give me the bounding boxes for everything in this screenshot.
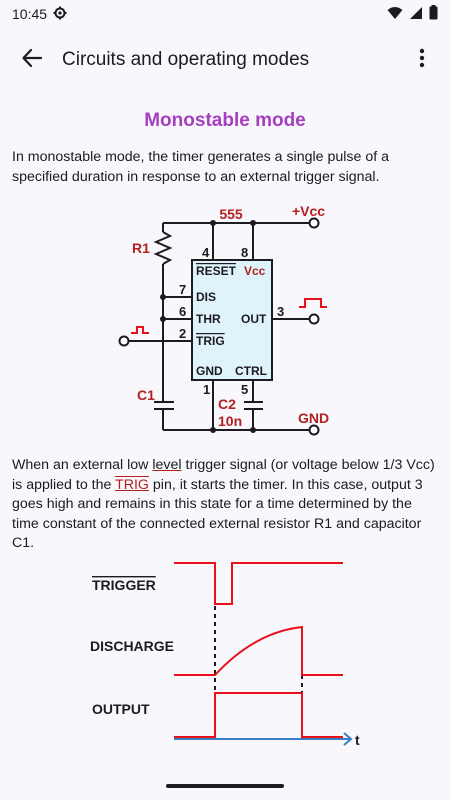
battery-icon bbox=[429, 5, 438, 23]
gnd-rail-label: GND bbox=[298, 410, 329, 426]
status-bar: 10:45 bbox=[0, 0, 450, 28]
explanation-part3: pin, it starts the timer. In this case, … bbox=[12, 476, 423, 552]
explanation-paragraph: When an external low level trigger signa… bbox=[12, 456, 440, 554]
pin-reset-label: RESET bbox=[196, 264, 237, 278]
r1-label: R1 bbox=[132, 240, 150, 256]
more-vert-icon bbox=[419, 48, 425, 73]
output-waveform bbox=[174, 692, 343, 738]
pin-vcc-label: Vcc bbox=[244, 264, 266, 278]
pin-out-label: OUT bbox=[241, 312, 267, 326]
pin-4-number: 4 bbox=[202, 245, 210, 260]
home-indicator[interactable] bbox=[166, 784, 284, 788]
pin-ctrl-label: CTRL bbox=[235, 364, 267, 378]
output-signal-label: OUTPUT bbox=[92, 701, 150, 717]
discharge-signal-label: DISCHARGE bbox=[90, 638, 174, 654]
pin-6-number: 6 bbox=[179, 304, 186, 319]
intro-paragraph: In monostable mode, the timer generates … bbox=[12, 149, 389, 185]
back-button[interactable] bbox=[8, 36, 56, 84]
trigger-signal-label: TRIGGER bbox=[92, 577, 156, 593]
pin-5-number: 5 bbox=[241, 382, 248, 397]
pin-8-number: 8 bbox=[241, 245, 248, 260]
explanation-part1: When an external low bbox=[12, 457, 153, 473]
pin-1-number: 1 bbox=[203, 382, 210, 397]
level-link[interactable]: level bbox=[152, 457, 182, 473]
timing-diagram: TRIGGER DISCHARGE OUTPUT t bbox=[90, 562, 360, 748]
discharge-waveform bbox=[174, 625, 343, 676]
pin-dis-label: DIS bbox=[196, 290, 216, 304]
settings-gear-icon bbox=[53, 6, 67, 23]
pin-3-number: 3 bbox=[277, 304, 284, 319]
status-right bbox=[387, 5, 438, 23]
app-title: Circuits and operating modes bbox=[62, 49, 310, 70]
monostable-circuit-diagram: 555 +Vcc R1 C1 C2 10n GND 4 8 7 6 2 3 1 … bbox=[118, 203, 329, 436]
explanation-part2: trigger signal (or voltage below 1/3 Vcc… bbox=[12, 457, 435, 493]
status-left: 10:45 bbox=[12, 6, 67, 23]
arrow-back-icon bbox=[21, 47, 43, 74]
c2-label: C2 bbox=[218, 396, 236, 412]
signal-icon bbox=[409, 6, 423, 23]
trig-link[interactable]: TRIG bbox=[115, 476, 149, 493]
more-options-button[interactable] bbox=[402, 36, 442, 84]
pin-trig-label: TRIG bbox=[196, 334, 225, 348]
vcc-rail-label: +Vcc bbox=[292, 203, 325, 219]
section-title: Monostable mode bbox=[144, 110, 306, 131]
pin-2-number: 2 bbox=[179, 326, 186, 341]
pin-gnd-label: GND bbox=[196, 364, 223, 378]
app-bar: Circuits and operating modes bbox=[0, 28, 450, 92]
c1-label: C1 bbox=[137, 387, 155, 403]
pin-7-number: 7 bbox=[179, 282, 186, 297]
chip-label: 555 bbox=[219, 206, 243, 222]
time-axis-label: t bbox=[355, 732, 360, 748]
c2-value-label: 10n bbox=[218, 413, 242, 429]
trigger-waveform bbox=[174, 562, 343, 605]
pin-thr-label: THR bbox=[196, 312, 221, 326]
ic-555-body bbox=[191, 259, 273, 381]
status-time: 10:45 bbox=[12, 6, 48, 22]
wifi-icon bbox=[387, 6, 403, 23]
